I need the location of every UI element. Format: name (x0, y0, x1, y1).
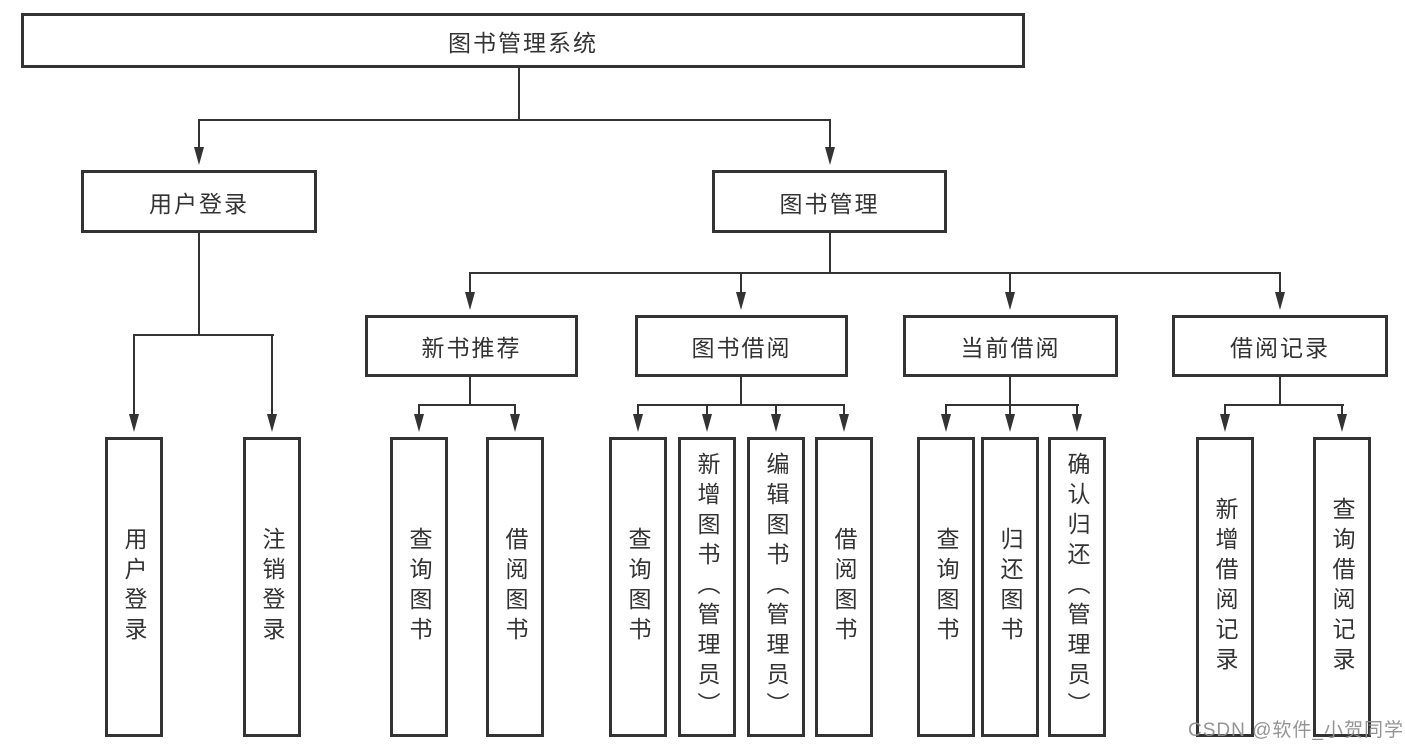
connector-line (1009, 377, 1011, 406)
node-logout: 注销登录 (243, 437, 301, 737)
node-library-management-system: 图书管理系统 (21, 13, 1025, 68)
connector-line (1076, 405, 1078, 414)
connector-line (133, 334, 274, 336)
connector-line (1009, 405, 1011, 414)
connector-line (198, 120, 200, 147)
connector-line (775, 405, 777, 414)
connector-line (637, 405, 639, 414)
connector-line (518, 68, 520, 120)
connector-line (945, 404, 1079, 406)
arrow-down-icon (825, 147, 835, 165)
csdn-watermark: CSDN @软件_小贺同学 (1188, 720, 1404, 741)
connector-line (740, 377, 742, 406)
node-borrow-books-leaf: 借阅图书 (815, 437, 873, 737)
node-query-borrow-record: 查询借阅记录 (1313, 437, 1371, 737)
arrow-down-icon (1220, 414, 1230, 432)
node-confirm-return-admin: 确认归还（管理员） (1048, 437, 1106, 737)
connector-line (1224, 405, 1226, 414)
arrow-down-icon (633, 414, 643, 432)
connector-line (198, 119, 831, 121)
node-query-books-recommend: 查询图书 (390, 437, 448, 737)
connector-line (469, 273, 471, 292)
connector-line (843, 405, 845, 414)
node-edit-book-admin: 编辑图书（管理员） (747, 437, 805, 737)
node-user-login-leaf: 用户登录 (105, 437, 163, 737)
connector-line (1341, 405, 1343, 414)
connector-line (740, 273, 742, 292)
arrow-down-icon (771, 414, 781, 432)
connector-line (1279, 273, 1281, 292)
arrow-down-icon (267, 414, 277, 432)
arrow-down-icon (414, 414, 424, 432)
connector-line (418, 405, 420, 414)
arrow-down-icon (941, 414, 951, 432)
node-return-books: 归还图书 (981, 437, 1039, 737)
node-add-borrow-record: 新增借阅记录 (1196, 437, 1254, 737)
connector-line (829, 120, 831, 147)
arrow-down-icon (839, 414, 849, 432)
arrow-down-icon (465, 292, 475, 310)
node-query-books-current: 查询图书 (917, 437, 975, 737)
connector-line (1009, 273, 1011, 292)
connector-line (469, 272, 1281, 274)
arrow-down-icon (1072, 414, 1082, 432)
arrow-down-icon (1005, 292, 1015, 310)
node-book-management: 图书管理 (712, 170, 947, 233)
node-add-book-admin: 新增图书（管理员） (678, 437, 736, 737)
connector-line (418, 404, 516, 406)
connector-line (829, 233, 831, 273)
arrow-down-icon (1275, 292, 1285, 310)
connector-line (271, 335, 273, 414)
connector-line (514, 405, 516, 414)
connector-line (637, 404, 845, 406)
arrow-down-icon (736, 292, 746, 310)
connector-line (1224, 404, 1344, 406)
connector-line (706, 405, 708, 414)
arrow-down-icon (129, 414, 139, 432)
arrow-down-icon (702, 414, 712, 432)
connector-line (198, 233, 200, 335)
node-book-borrowing: 图书借阅 (635, 315, 848, 377)
node-query-books-borrowing: 查询图书 (609, 437, 667, 737)
node-borrowing-records: 借阅记录 (1172, 315, 1388, 377)
connector-line (945, 405, 947, 414)
connector-line (1279, 377, 1281, 406)
connector-line (469, 377, 471, 406)
arrow-down-icon (510, 414, 520, 432)
arrow-down-icon (194, 147, 204, 165)
node-borrow-books-recommend: 借阅图书 (486, 437, 544, 737)
node-current-borrowing: 当前借阅 (903, 315, 1118, 377)
node-user-login: 用户登录 (81, 170, 317, 233)
node-new-book-recommendation: 新书推荐 (365, 315, 578, 377)
arrow-down-icon (1005, 414, 1015, 432)
arrow-down-icon (1337, 414, 1347, 432)
connector-line (133, 335, 135, 414)
